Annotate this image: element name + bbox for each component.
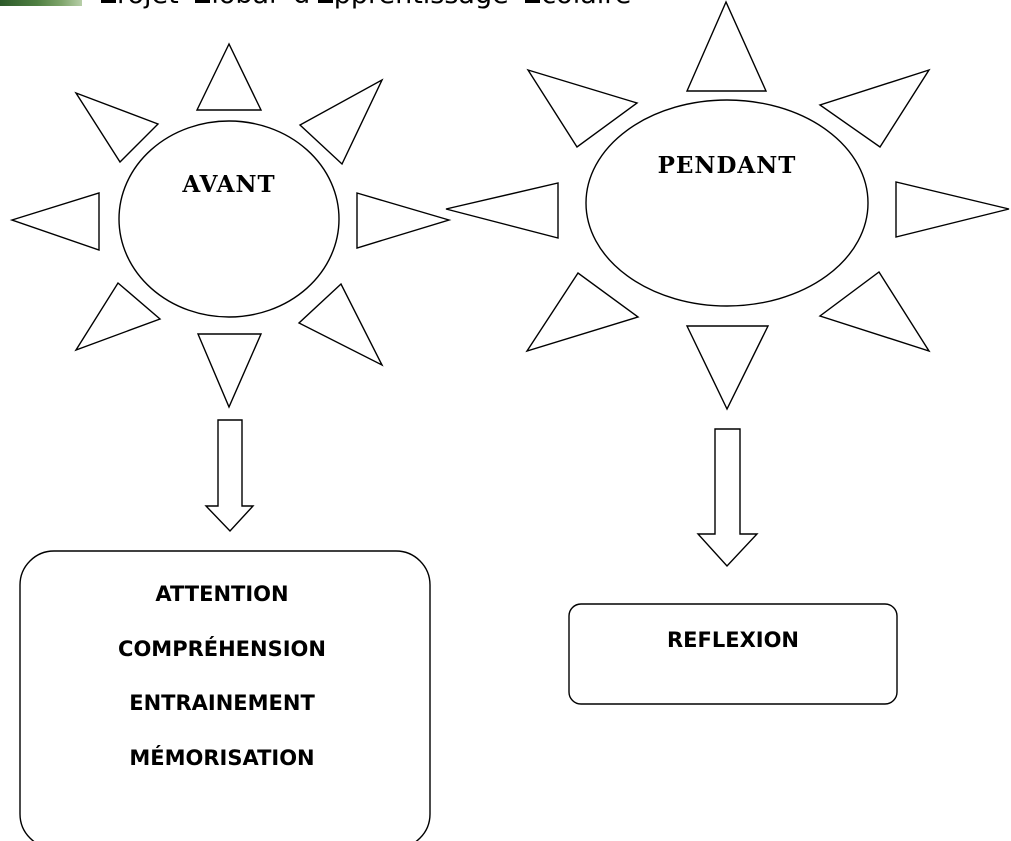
box-pendant-item: REFLEXION bbox=[667, 628, 799, 652]
ray-top-right bbox=[818, 68, 931, 148]
sun-avant-label: AVANT bbox=[181, 171, 275, 198]
ray-top-left bbox=[74, 91, 160, 164]
header-logo bbox=[0, 0, 82, 6]
header-title: rojet lobal d' pprentissage colaire bbox=[101, 0, 639, 8]
box-pendant-results: REFLEXION bbox=[568, 603, 898, 705]
title-word-rest: d' bbox=[293, 0, 318, 10]
ray-bottom bbox=[685, 325, 770, 411]
ray-right bbox=[895, 181, 1010, 238]
sun-pendant-center bbox=[585, 99, 869, 307]
title-word-d: d' pprentissage bbox=[293, 0, 509, 10]
title-word-projet: rojet bbox=[101, 0, 179, 10]
box-pendant-frame bbox=[568, 603, 898, 705]
box-avant-item: MÉMORISATION bbox=[129, 745, 314, 770]
box-avant-results: ATTENTION COMPRÉHENSION ENTRAINEMENT MÉM… bbox=[19, 550, 431, 841]
title-word-global: lobal bbox=[195, 0, 277, 10]
box-avant-frame bbox=[19, 550, 431, 841]
ray-bottom-left bbox=[74, 281, 162, 352]
ray-left bbox=[445, 182, 559, 239]
title-initial-a bbox=[317, 0, 333, 3]
box-avant-item: ATTENTION bbox=[155, 582, 288, 606]
ray-top bbox=[685, 0, 768, 92]
ray-bottom-left bbox=[525, 271, 640, 353]
title-initial-s bbox=[525, 0, 541, 3]
sun-pendant-label: PENDANT bbox=[658, 152, 797, 179]
title-word-rest: pprentissage bbox=[334, 0, 509, 10]
down-arrow-pendant bbox=[696, 428, 759, 568]
ray-bottom-right bbox=[297, 282, 384, 367]
title-word-rest: colaire bbox=[541, 0, 631, 10]
ray-bottom-right bbox=[818, 270, 931, 353]
ray-right bbox=[356, 192, 452, 249]
title-initial-p bbox=[101, 0, 116, 3]
ray-top-left bbox=[526, 68, 639, 149]
ray-top bbox=[195, 42, 263, 111]
sun-avant: AVANT bbox=[9, 42, 452, 409]
down-arrow-avant bbox=[204, 419, 255, 533]
sun-avant-center bbox=[118, 120, 340, 318]
box-avant-item: COMPRÉHENSION bbox=[118, 636, 326, 661]
ray-top-right bbox=[298, 78, 384, 166]
title-initial-g bbox=[195, 0, 211, 3]
title-word-rest: rojet bbox=[117, 0, 179, 10]
title-word-rest: lobal bbox=[211, 0, 276, 10]
sun-pendant: PENDANT bbox=[445, 0, 1010, 411]
ray-left bbox=[9, 192, 100, 251]
ray-bottom bbox=[196, 333, 263, 409]
box-avant-item: ENTRAINEMENT bbox=[129, 691, 315, 715]
title-word-scolaire: colaire bbox=[525, 0, 631, 10]
